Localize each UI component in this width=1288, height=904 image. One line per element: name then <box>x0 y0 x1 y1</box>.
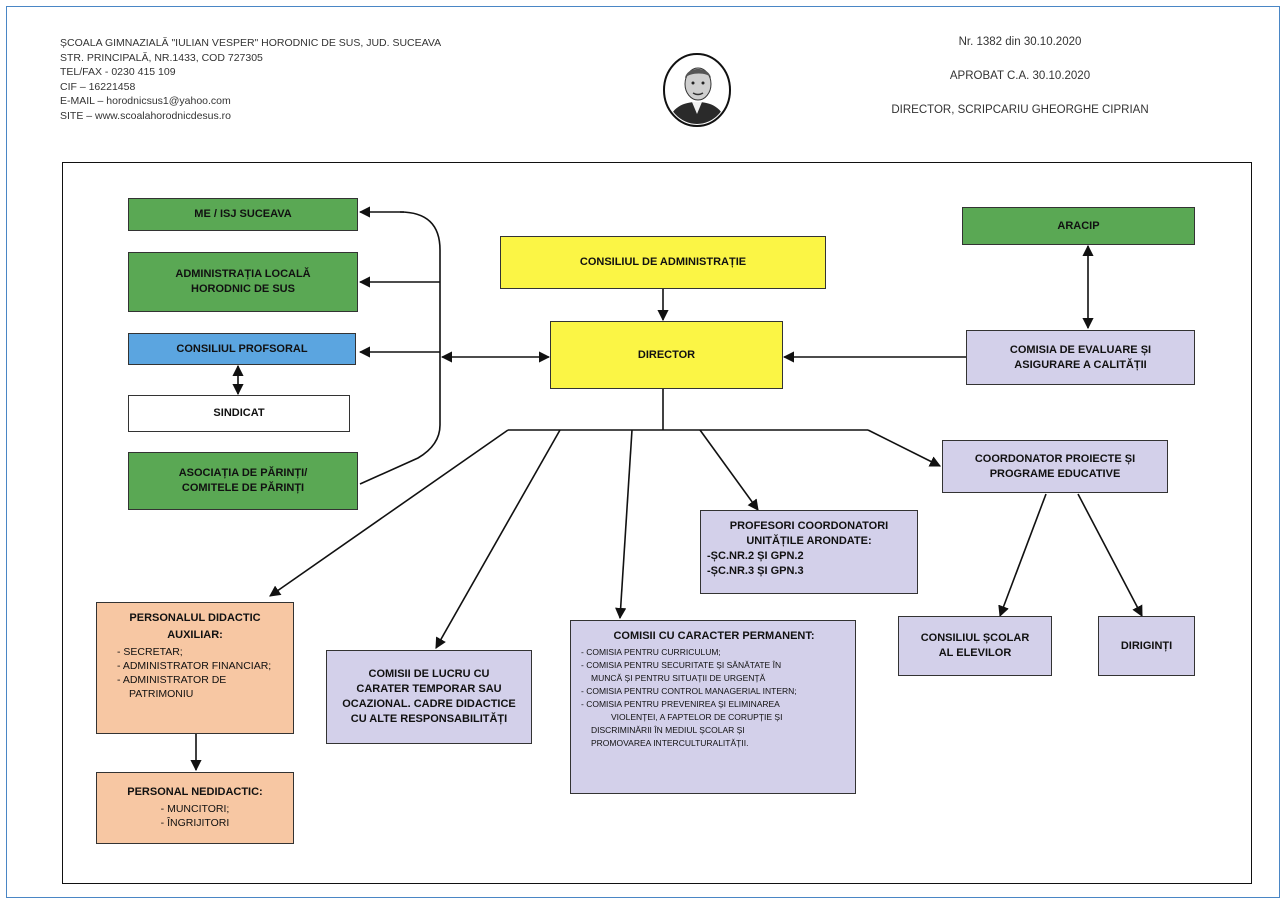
document-info: Nr. 1382 din 30.10.2020 APROBAT C.A. 30.… <box>840 36 1200 138</box>
node-consiliul-profesoral-label: CONSILIUL PROFSORAL <box>176 342 308 355</box>
school-address: STR. PRINCIPALĂ, NR.1433, COD 727305 <box>60 51 263 64</box>
auxiliar-item: - ADMINISTRATOR DE <box>117 674 227 686</box>
node-consiliul-profesoral: CONSILIUL PROFSORAL <box>128 333 356 365</box>
school-phone: TEL/FAX - 0230 415 109 <box>60 66 176 78</box>
comisii-permanente-item: - COMISIA PENTRU CONTROL MANAGERIAL INTE… <box>581 686 797 696</box>
auxiliar-item: - ADMINISTRATOR FINANCIAR; <box>117 660 272 672</box>
node-aracip-label: ARACIP <box>1057 219 1100 232</box>
auxiliar-item: PATRIMONIU <box>129 688 194 700</box>
profesori-title-line2: UNITĂȚILE ARONDATE: <box>746 535 872 547</box>
portrait-logo <box>663 53 731 127</box>
node-aracip: ARACIP <box>962 207 1195 245</box>
node-consiliul-scolar-line2: AL ELEVILOR <box>938 647 1012 659</box>
node-admin-locala: ADMINISTRAȚIA LOCALĂ HORODNIC DE SUS <box>128 252 358 312</box>
comisii-permanente-item: PROMOVAREA INTERCULTURALITĂȚII. <box>591 738 749 748</box>
node-consiliul-scolar: CONSILIUL ȘCOLAR AL ELEVILOR <box>898 616 1052 676</box>
node-profesori-coordonatori: PROFESORI COORDONATORI UNITĂȚILE ARONDAT… <box>700 510 918 594</box>
node-comisii-lucru: COMISII DE LUCRU CU CARATER TEMPORAR SAU… <box>326 650 532 744</box>
director-line: DIRECTOR, SCRIPCARIU GHEORGHE CIPRIAN <box>891 104 1149 116</box>
profesori-item: -ȘC.NR.3 ȘI GPN.3 <box>707 565 804 577</box>
node-consiliul-administratie-label: CONSILIUL DE ADMINISTRAȚIE <box>579 256 747 268</box>
node-personal-auxiliar: PERSONALUL DIDACTIC AUXILIAR: - SECRETAR… <box>96 602 294 734</box>
node-comisia-evaluare: COMISIA DE EVALUARE ȘI ASIGURARE A CALIT… <box>966 330 1195 385</box>
node-consiliul-scolar-line1: CONSILIUL ȘCOLAR <box>920 632 1030 644</box>
school-info: ȘCOALA GIMNAZIALĂ "IULIAN VESPER" HORODN… <box>60 36 441 123</box>
school-cif: CIF – 16221458 <box>60 80 136 93</box>
page-frame <box>6 6 1280 898</box>
comisii-lucru-line: OCAZIONAL. CADRE DIDACTICE <box>342 698 516 710</box>
node-asociatia-line2: COMITELE DE PĂRINȚI <box>181 482 305 494</box>
nedidactic-item: - MUNCITORI; <box>160 803 230 815</box>
comisii-permanente-item: MUNCĂ ȘI PENTRU SITUAȚII DE URGENȚĂ <box>591 673 766 683</box>
comisii-permanente-item: DISCRIMINĂRII ÎN MEDIUL ȘCOLAR ȘI <box>591 725 745 735</box>
node-coordonator-line1: COORDONATOR PROIECTE ȘI <box>974 452 1136 465</box>
document-number: Nr. 1382 din 30.10.2020 <box>958 36 1082 48</box>
comisii-permanente-title: COMISII CU CARACTER PERMANENT: <box>613 630 815 642</box>
comisii-lucru-line: CARATER TEMPORAR SAU <box>356 683 502 695</box>
node-sindicat-label: SINDICAT <box>213 407 265 419</box>
node-director-label: DIRECTOR <box>637 348 696 361</box>
auxiliar-title-line1: PERSONALUL DIDACTIC <box>129 612 261 624</box>
school-site: SITE – www.scoalahorodnicdesus.ro <box>60 109 231 122</box>
profesori-item: -ȘC.NR.2 ȘI GPN.2 <box>707 550 804 562</box>
nedidactic-title: PERSONAL NEDIDACTIC: <box>127 786 263 798</box>
node-me-isj-label: ME / ISJ SUCEAVA <box>194 208 292 220</box>
node-admin-locala-line1: ADMINISTRAȚIA LOCALĂ <box>175 268 311 280</box>
node-asociatia-parinti: ASOCIAȚIA DE PĂRINȚI/ COMITELE DE PĂRINȚ… <box>128 452 358 510</box>
node-coordonator-line2: PROGRAME EDUCATIVE <box>989 467 1121 480</box>
node-admin-locala-line2: HORODNIC DE SUS <box>191 283 295 295</box>
org-chart-frame <box>62 162 1252 884</box>
node-coordonator-proiecte: COORDONATOR PROIECTE ȘI PROGRAME EDUCATI… <box>942 440 1168 493</box>
node-personal-nedidactic: PERSONAL NEDIDACTIC: - MUNCITORI; - ÎNGR… <box>96 772 294 844</box>
school-email: E-MAIL – horodnicsus1@yahoo.com <box>60 95 231 107</box>
node-comisia-evaluare-line2: ASIGURARE A CALITĂȚII <box>1014 358 1147 371</box>
comisii-lucru-line: CU ALTE RESPONSABILITĂȚI <box>350 713 508 725</box>
node-comisii-permanente: COMISII CU CARACTER PERMANENT: - COMISIA… <box>570 620 856 794</box>
school-name: ȘCOALA GIMNAZIALĂ "IULIAN VESPER" HORODN… <box>60 37 442 49</box>
comisii-permanente-item: - COMISIA PENTRU SECURITATE ȘI SĂNĂTATE … <box>581 660 782 670</box>
auxiliar-title-line2: AUXILIAR: <box>167 629 223 641</box>
comisii-permanente-item: - COMISIA PENTRU PREVENIREA ȘI ELIMINARE… <box>581 699 780 709</box>
node-diriginti-label: DIRIGINȚI <box>1120 639 1173 652</box>
node-consiliul-administratie: CONSILIUL DE ADMINISTRAȚIE <box>500 236 826 289</box>
comisii-permanente-item: VIOLENȚEI, A FAPTELOR DE CORUPȚIE ȘI <box>611 712 783 722</box>
node-diriginti: DIRIGINȚI <box>1098 616 1195 676</box>
comisii-lucru-line: COMISII DE LUCRU CU <box>368 668 490 680</box>
comisii-permanente-item: - COMISIA PENTRU CURRICULUM; <box>581 647 721 657</box>
node-asociatia-line1: ASOCIAȚIA DE PĂRINȚI/ <box>178 467 308 479</box>
node-comisia-evaluare-line1: COMISIA DE EVALUARE ȘI <box>1009 343 1152 356</box>
nedidactic-item: - ÎNGRIJITORI <box>160 817 230 829</box>
profesori-title-line1: PROFESORI COORDONATORI <box>729 520 889 532</box>
node-director: DIRECTOR <box>550 321 783 389</box>
node-sindicat: SINDICAT <box>128 395 350 432</box>
node-me-isj: ME / ISJ SUCEAVA <box>128 198 358 231</box>
auxiliar-item: - SECRETAR; <box>117 646 183 658</box>
approval-line: APROBAT C.A. 30.10.2020 <box>949 70 1091 82</box>
